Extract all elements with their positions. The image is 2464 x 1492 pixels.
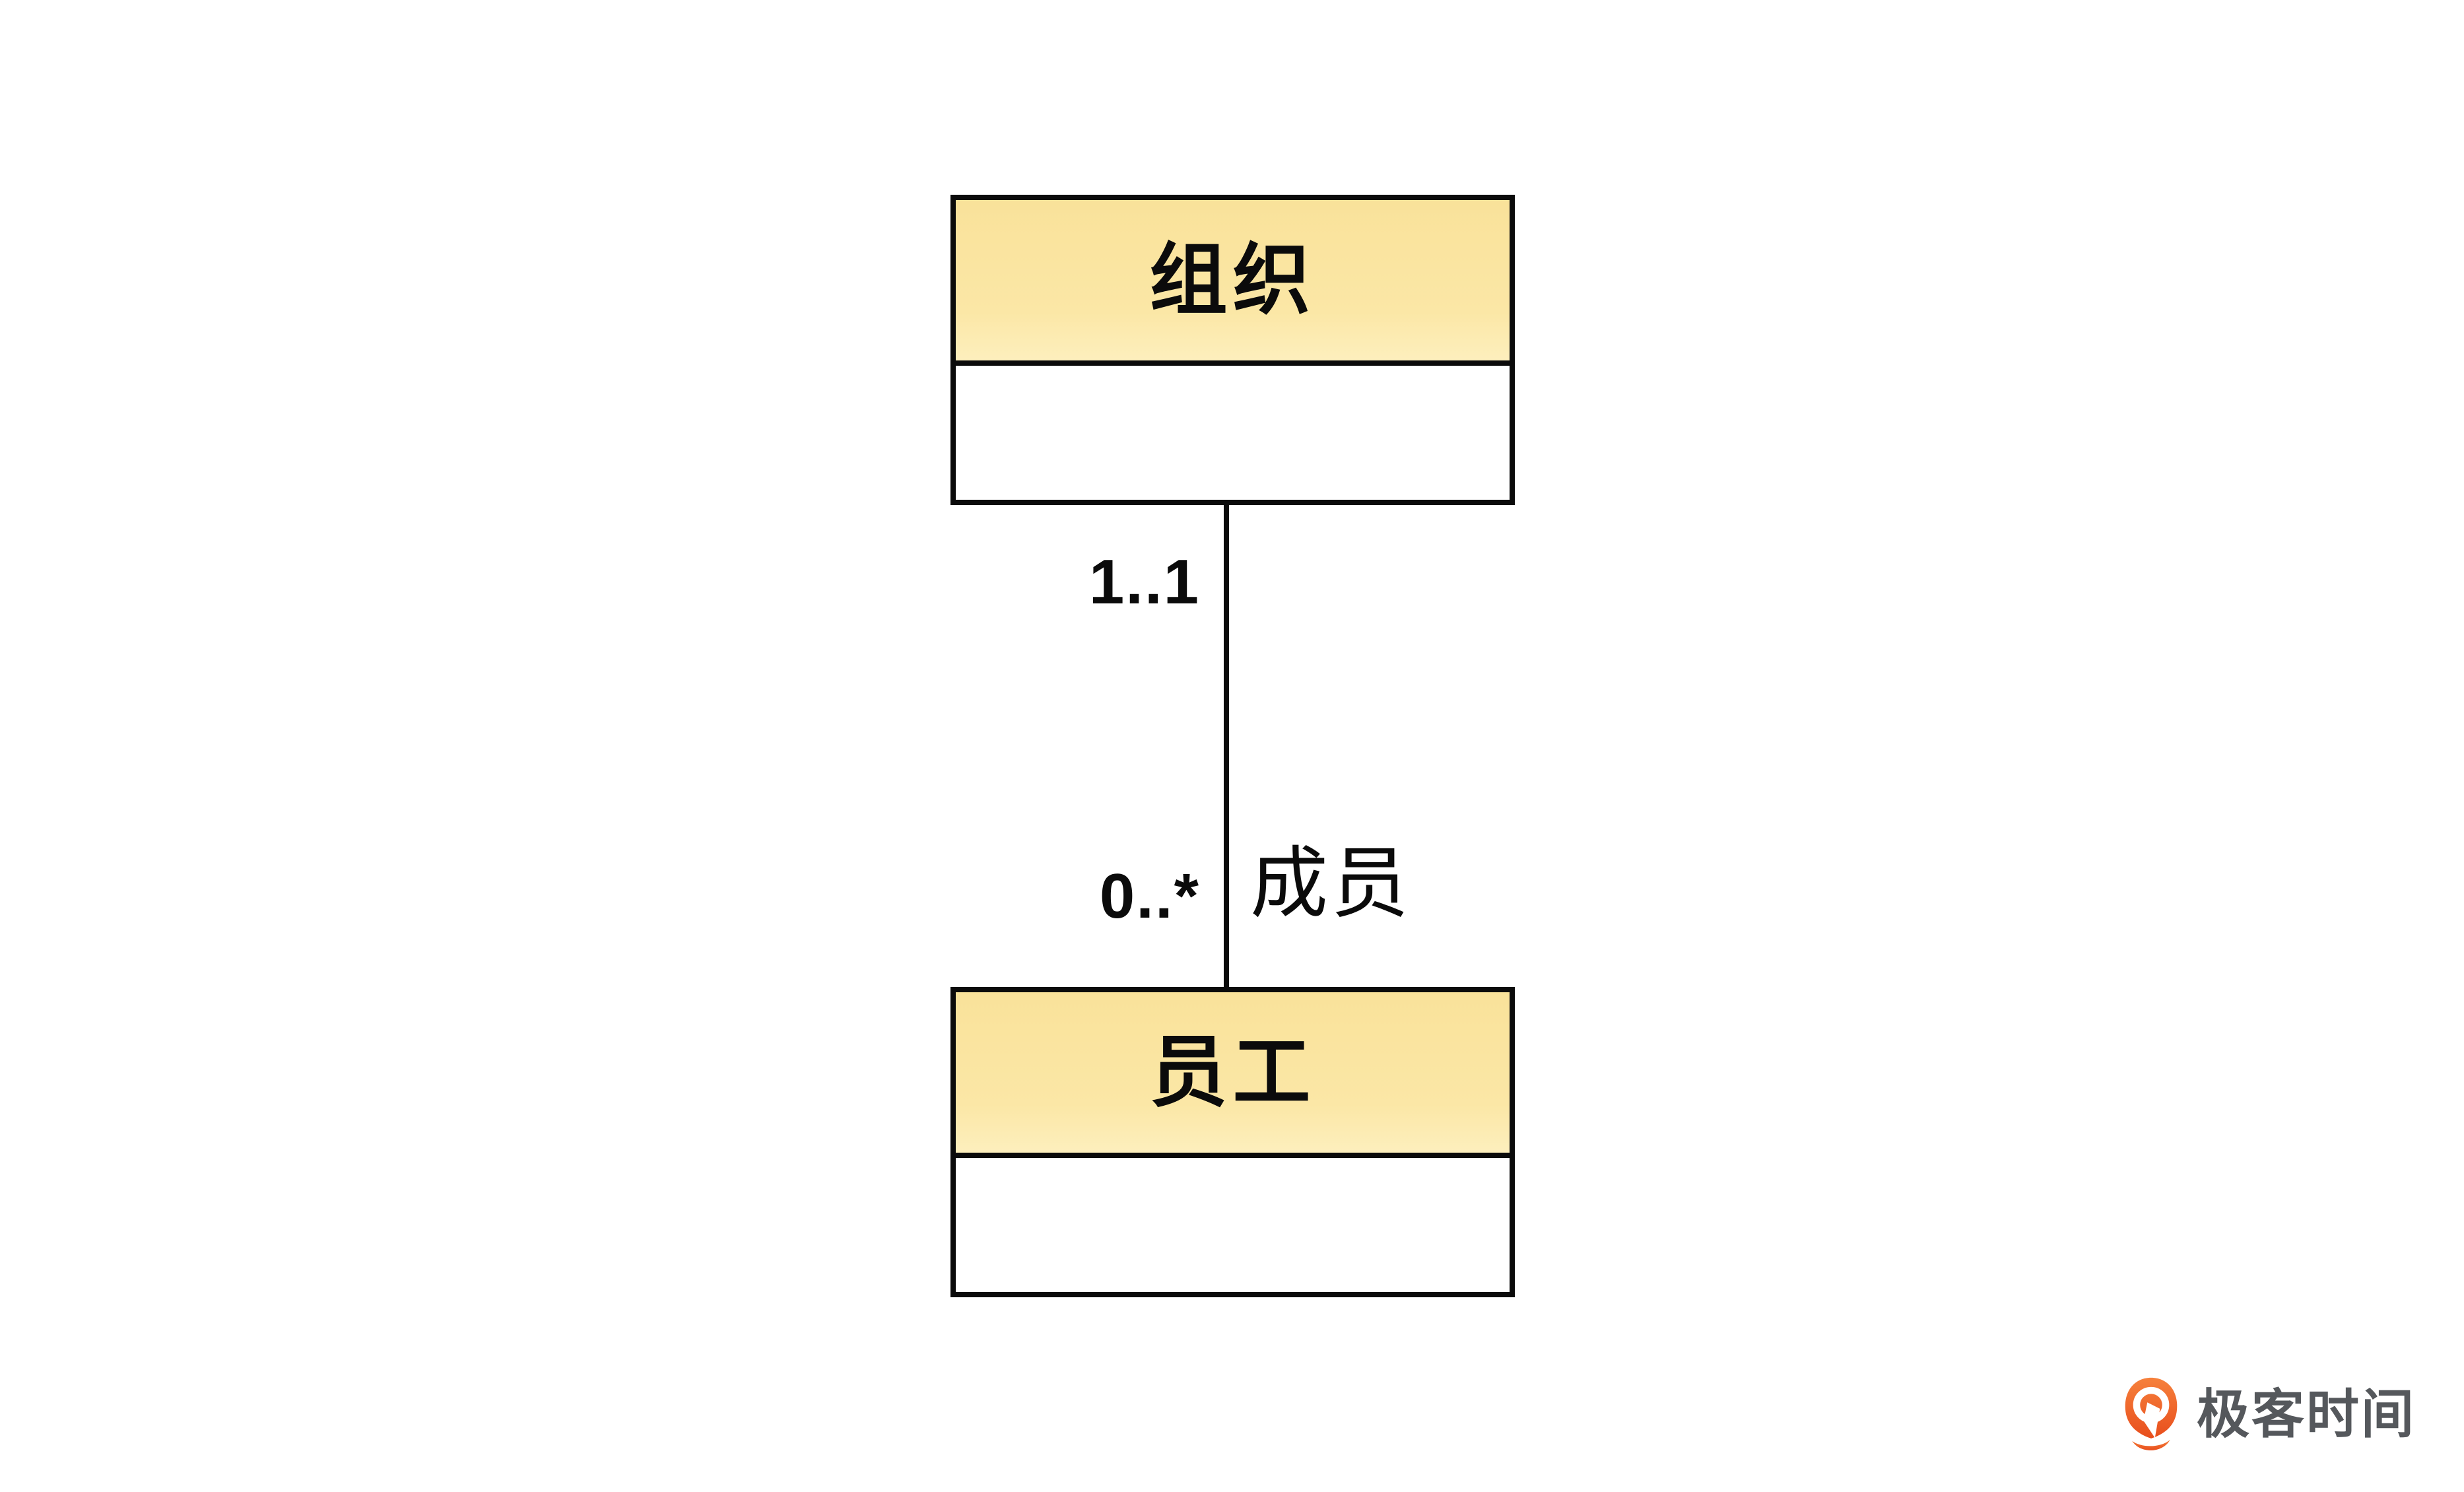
class-box-employee: 员工	[950, 987, 1515, 1297]
geektime-logo-text: 极客时间	[2197, 1384, 2416, 1444]
class-title-employee: 员工	[1149, 1029, 1316, 1116]
multiplicity-label-target: 0..*	[1099, 861, 1200, 932]
class-body-employee	[956, 1158, 1510, 1292]
class-header-organization: 组织	[956, 200, 1510, 366]
association-line	[1224, 502, 1229, 987]
class-body-organization	[956, 366, 1510, 500]
class-title-organization: 组织	[1149, 236, 1316, 324]
class-box-organization: 组织	[950, 195, 1515, 505]
geektime-logo: 极客时间	[2121, 1376, 2416, 1452]
geektime-logo-icon	[2125, 1377, 2178, 1450]
class-header-employee: 员工	[956, 992, 1510, 1158]
association-role-label: 成员	[1250, 840, 1412, 928]
multiplicity-label-source: 1..1	[1088, 547, 1200, 617]
